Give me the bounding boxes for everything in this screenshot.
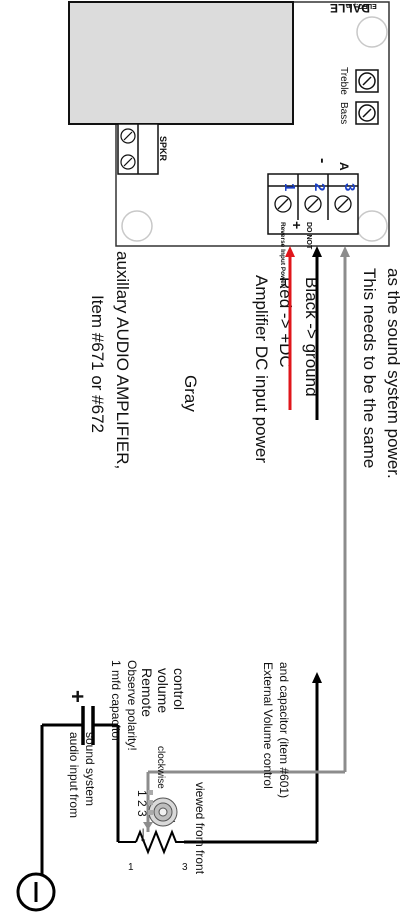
remote-label-line1: Remote (139, 668, 155, 717)
red-wire-label: Red -> +DC (276, 277, 295, 368)
capacitor: + 1 mfd capacitor Observe polarity! (40, 660, 139, 842)
bass-label: Bass (338, 102, 349, 124)
resistor-zigzag (135, 829, 184, 855)
minus-sign: - (314, 158, 331, 163)
capacitor-label-line1: 1 mfd capacitor (109, 660, 123, 742)
remote-label-line2: volume (155, 668, 171, 713)
gray-wire-arrow-icon (340, 246, 350, 257)
wiring (146, 246, 350, 844)
audio-source: audio input from sound system (16, 732, 97, 912)
source-label-line1: audio input from (67, 732, 81, 818)
reverse-warning-label: Reverse Input Power! (279, 222, 286, 288)
front-pins-label: 1 2 3 (135, 790, 149, 817)
do-not-label: DO NOT (305, 222, 312, 250)
black-wire-lower-arrow-icon (312, 672, 322, 683)
pot-pin1-label: 1 (128, 862, 134, 873)
terminal-a-label: A (337, 162, 351, 171)
amplifier-board: DALLE ELEC., In Treble Bass SPKR 1 2 3 - (68, 1, 390, 288)
power-note-line1: This needs to be the same (360, 268, 379, 468)
terminal-3-label: 3 (341, 183, 358, 191)
pot-pin3-label: 3 (182, 862, 188, 873)
external-label-line2: and capacitor (item #601) (277, 662, 291, 798)
power-note-line2: as the sound system power. (384, 268, 403, 479)
remote-label-line3: control (171, 668, 187, 710)
terminal-1-label: 1 (281, 183, 298, 191)
amplifier-title: auxillary AUDIO AMPLIFIER, (113, 251, 132, 469)
capacitor-label-line2: Observe polarity! (125, 660, 139, 751)
brand-sub-label: ELEC., In (346, 2, 377, 9)
clockwise-label: clockwise (155, 746, 166, 789)
external-label-line1: External Volume control (261, 662, 275, 789)
pot-front-view: 1 2 3 viewed from front (135, 782, 207, 875)
speaker-label: SPKR (158, 136, 168, 162)
terminal-2-label: 2 (311, 183, 328, 191)
board-color-label: Gray (181, 375, 200, 412)
clockwise-arrow-icon: ⟶ (137, 828, 148, 842)
heatsink (68, 1, 294, 125)
amplifier-item-numbers: Item #671 or #672 (88, 295, 107, 433)
power-heading: Amplifier DC input power (252, 275, 271, 463)
potentiometer: 1 2 3 clockwise ⟶ (118, 746, 188, 873)
plus-sign: + (289, 221, 305, 229)
mount-hole-top-right (356, 16, 388, 48)
capacitor-plus-sign: + (65, 690, 90, 703)
treble-label: Treble (338, 67, 349, 95)
viewed-from-front-label: viewed from front (193, 782, 207, 875)
source-label-line2: sound system (83, 732, 97, 806)
brand-label: DALLE (330, 1, 370, 15)
black-wire-upper-arrow-icon (312, 246, 322, 257)
red-wire-arrow-icon (285, 246, 295, 257)
mount-hole-bottom-left (121, 210, 153, 242)
mount-hole-bottom-right (356, 210, 388, 242)
wiper-arrow-icon (143, 822, 153, 830)
